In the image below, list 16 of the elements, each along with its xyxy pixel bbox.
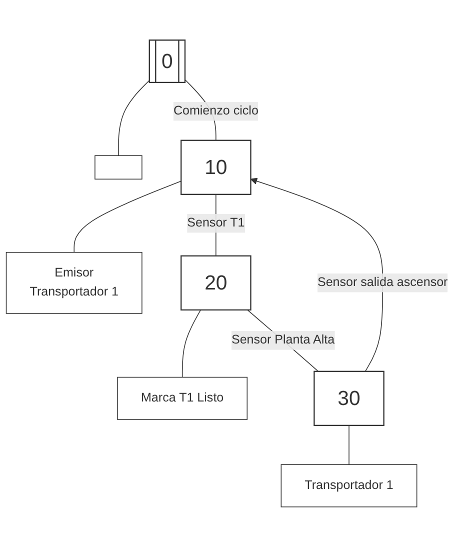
node-box: Transportador 1: [280, 464, 418, 508]
connector: [348, 425, 350, 465]
edge-label: Sensor salida ascensor: [317, 276, 448, 290]
node-box: Marca T1 Listo: [117, 376, 248, 420]
connector: [182, 310, 202, 378]
node-box: 10: [180, 140, 252, 195]
edge-label: Sensor Planta Alta: [231, 333, 335, 347]
connector: [74, 180, 182, 253]
node-box: Emisor Transportador 1: [6, 252, 142, 314]
edge-label: Sensor T1: [187, 216, 245, 230]
node-box: 20: [180, 255, 252, 310]
connector: [118, 80, 150, 156]
arrow: [250, 178, 383, 372]
edge-label: Comienzo ciclo: [173, 104, 258, 118]
node-box: 30: [314, 370, 384, 426]
node-box: [94, 155, 142, 180]
